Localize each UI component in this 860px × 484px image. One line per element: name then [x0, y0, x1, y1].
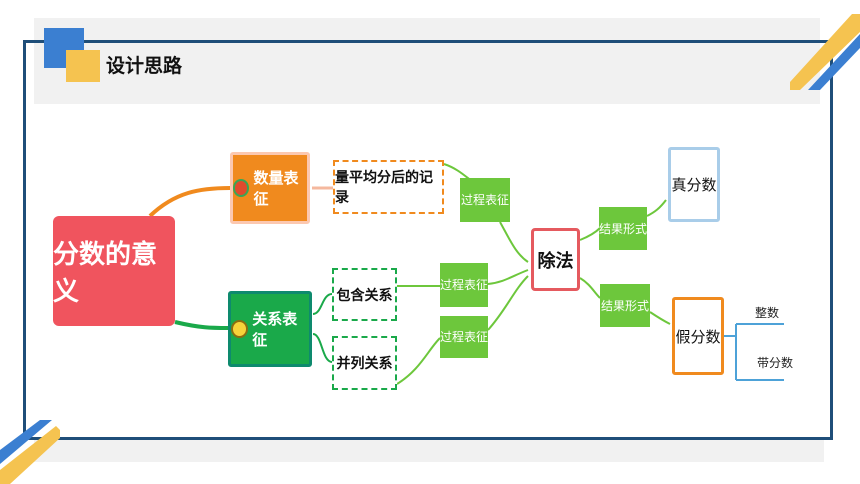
quantity-child: 量平均分后的记录	[333, 160, 444, 214]
branch-relation: 关系表征	[228, 291, 312, 367]
branch-relation-label: 关系表征	[252, 310, 298, 349]
title-accent-yellow	[66, 50, 100, 82]
result-label-1: 结果形式	[599, 207, 647, 250]
target-icon	[233, 179, 250, 197]
process-label-2: 过程表征	[440, 263, 488, 307]
result-label-2: 结果形式	[600, 284, 650, 327]
center-node-division: 除法	[531, 228, 580, 291]
process-label-3: 过程表征	[440, 316, 488, 358]
magnifier-icon	[231, 320, 249, 338]
header-band	[34, 18, 820, 104]
process-label-1: 过程表征	[460, 178, 510, 222]
branch-quantity: 数量表征	[230, 152, 310, 224]
mixed-number-label: 带分数	[757, 356, 794, 370]
page-title: 设计思路	[106, 55, 183, 77]
relation-child-inclusion: 包含关系	[332, 268, 397, 321]
whole-number-label: 整数	[755, 306, 780, 320]
corner-stripe-top-right	[790, 14, 860, 90]
branch-quantity-label: 数量表征	[253, 169, 299, 208]
proper-fraction-node: 真分数	[668, 147, 720, 222]
content-frame	[23, 40, 833, 440]
relation-child-parallel: 并列关系	[332, 336, 397, 390]
improper-fraction-node: 假分数	[672, 297, 724, 375]
corner-stripe-bottom-left	[0, 420, 60, 484]
bottom-band	[34, 440, 824, 462]
root-node: 分数的意义	[53, 216, 175, 326]
